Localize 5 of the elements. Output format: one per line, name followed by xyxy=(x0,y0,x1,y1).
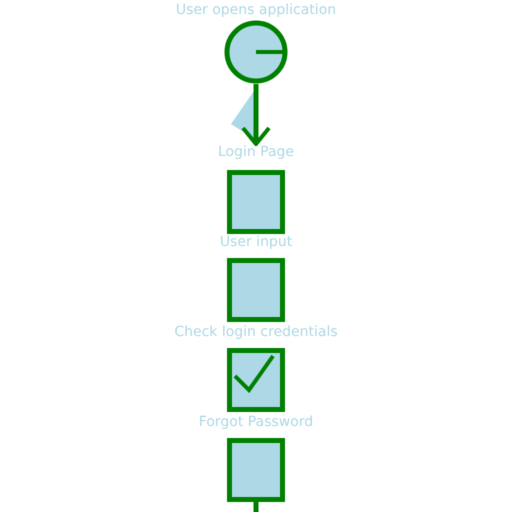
step-label: Check login credentials xyxy=(174,324,338,340)
step-label: Login Page xyxy=(218,144,294,160)
step-label: User input xyxy=(220,234,292,250)
step-label: User opens application xyxy=(176,2,336,18)
step-label: Forgot Password xyxy=(198,414,314,430)
